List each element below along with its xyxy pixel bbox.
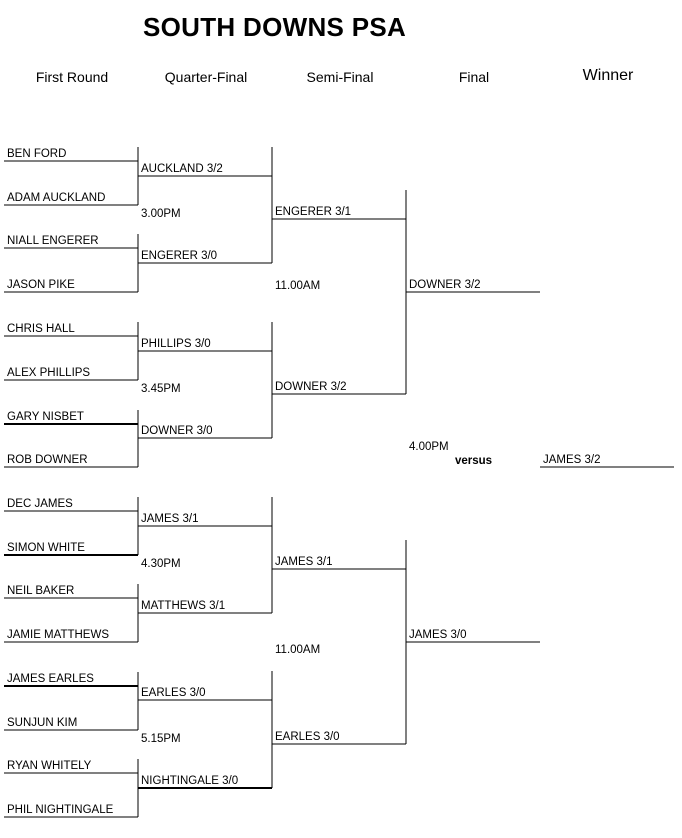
quarter-final-result: NIGHTINGALE 3/0 xyxy=(141,775,238,787)
quarter-final-result: MATTHEWS 3/1 xyxy=(141,600,225,612)
round-header-winner: Winner xyxy=(582,67,634,84)
final-result: JAMES 3/0 xyxy=(409,629,467,641)
semi-final-result: JAMES 3/1 xyxy=(275,556,333,568)
first-round-player: PHIL NIGHTINGALE xyxy=(7,804,114,816)
first-round-player: SIMON WHITE xyxy=(7,542,85,554)
first-round-player: JAMES EARLES xyxy=(7,673,94,685)
quarter-final-result: JAMES 3/1 xyxy=(141,513,199,525)
quarter-final-result: AUCKLAND 3/2 xyxy=(141,163,223,175)
first-round-player: NEIL BAKER xyxy=(7,585,74,597)
round-header-first: First Round xyxy=(35,69,109,85)
first-round-player: DEC JAMES xyxy=(7,498,73,510)
semi-final-time: 11.00AM xyxy=(275,644,320,656)
quarter-final-time: 3.45PM xyxy=(141,383,181,395)
page-title: SOUTH DOWNS PSA xyxy=(143,12,407,42)
first-round-player: ADAM AUCKLAND xyxy=(7,192,105,204)
round-header-quarter: Quarter-Final xyxy=(164,69,248,85)
semi-final-result: EARLES 3/0 xyxy=(275,731,340,743)
first-round-player: ALEX PHILLIPS xyxy=(7,367,90,379)
quarter-final-time: 4.30PM xyxy=(141,558,181,570)
versus-label: versus xyxy=(455,455,492,467)
quarter-final-result: EARLES 3/0 xyxy=(141,687,206,699)
winner-result: JAMES 3/2 xyxy=(543,454,601,466)
final-result: DOWNER 3/2 xyxy=(409,279,481,291)
first-round-player: RYAN WHITELY xyxy=(7,760,92,772)
quarter-final-result: PHILLIPS 3/0 xyxy=(141,338,211,350)
first-round-player: BEN FORD xyxy=(7,148,66,160)
quarter-final-time: 5.15PM xyxy=(141,733,181,745)
semi-final-result: ENGERER 3/1 xyxy=(275,206,351,218)
round-header-final: Final xyxy=(458,69,490,85)
round-header-semi: Semi-Final xyxy=(306,69,374,85)
first-round-player: NIALL ENGERER xyxy=(7,235,99,247)
first-round-player: ROB DOWNER xyxy=(7,454,88,466)
semi-final-time: 11.00AM xyxy=(275,280,320,292)
semi-final-result: DOWNER 3/2 xyxy=(275,381,347,393)
quarter-final-time: 3.00PM xyxy=(141,208,181,220)
quarter-final-result: DOWNER 3/0 xyxy=(141,425,213,437)
first-round-player: CHRIS HALL xyxy=(7,323,75,335)
quarter-final-result: ENGERER 3/0 xyxy=(141,250,217,262)
final-time: 4.00PM xyxy=(409,441,449,453)
first-round-player: SUNJUN KIM xyxy=(7,717,77,729)
first-round-player: JAMIE MATTHEWS xyxy=(7,629,109,641)
first-round-player: JASON PIKE xyxy=(7,279,75,291)
first-round-player: GARY NISBET xyxy=(7,411,84,423)
